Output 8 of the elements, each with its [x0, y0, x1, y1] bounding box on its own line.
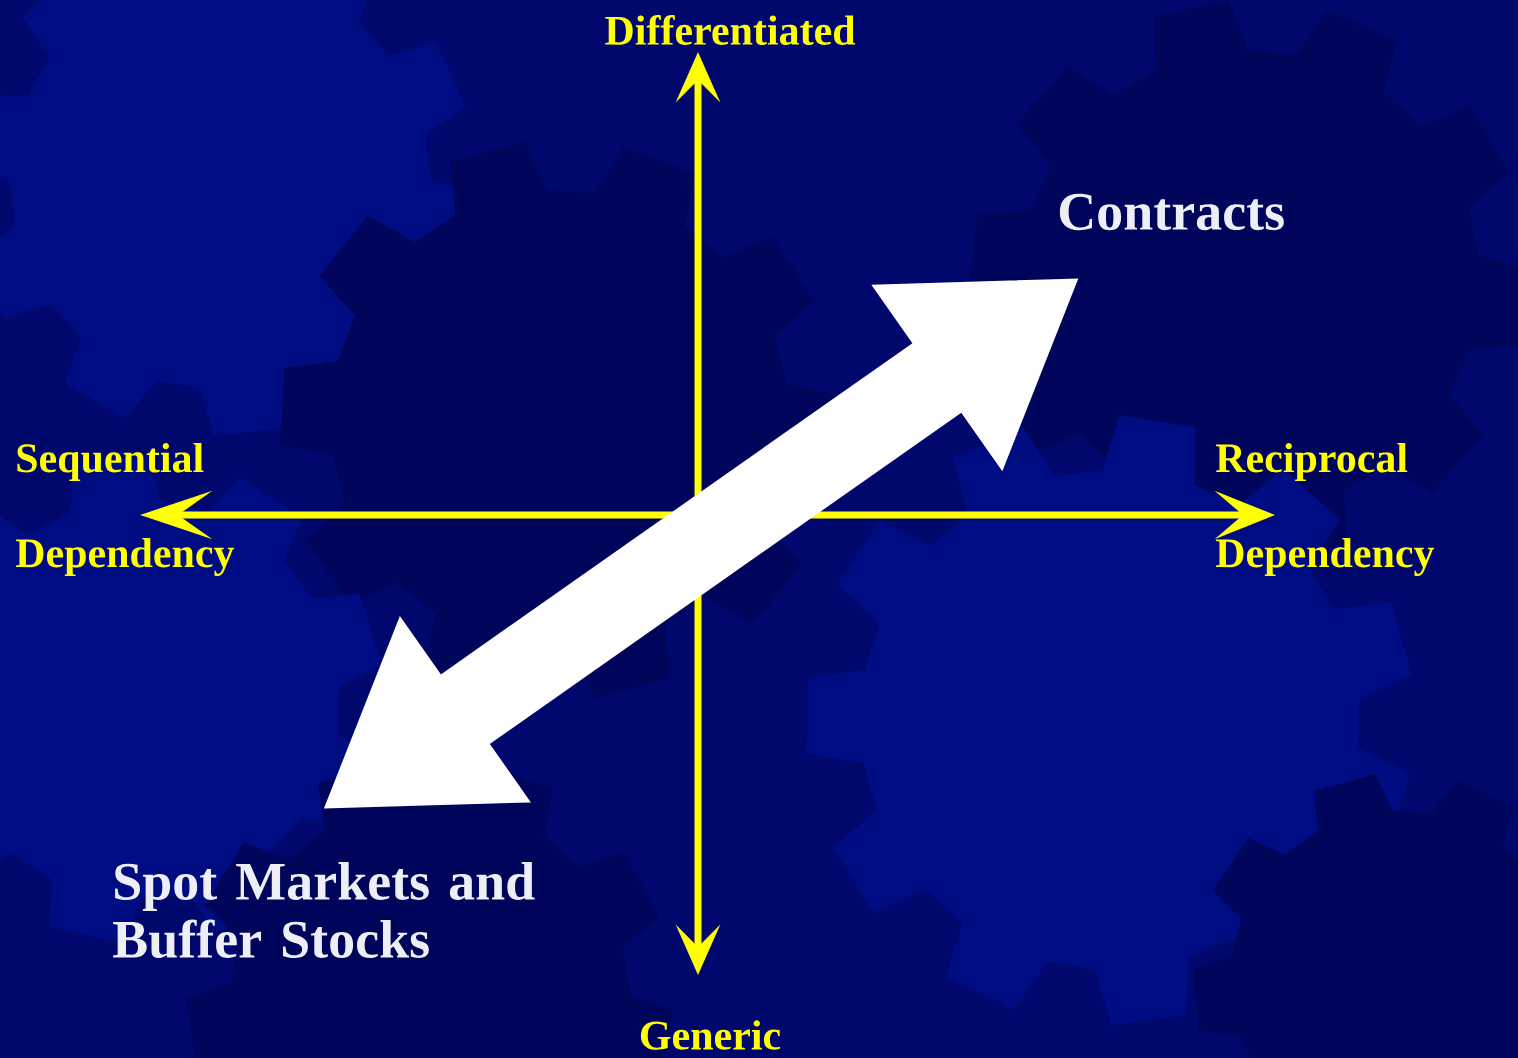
axis-label: Differentiated	[605, 15, 856, 45]
axis-label: Generic	[640, 1020, 781, 1050]
node-text: Contracts	[1059, 193, 1284, 231]
axis-label: Dependency	[15, 537, 235, 577]
axis-label: Dependency	[1215, 537, 1435, 577]
axis-label: Reciprocal	[1215, 442, 1408, 482]
node-text: Spot Markets and Buffer Stocks	[113, 861, 535, 959]
axis-label: Sequential	[17, 442, 204, 482]
